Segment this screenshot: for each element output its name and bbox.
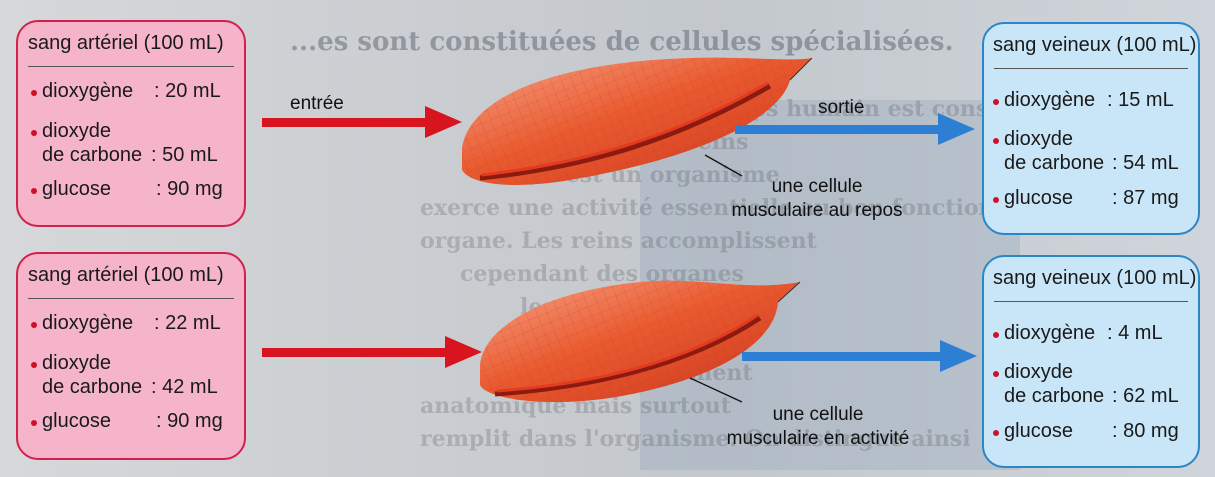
muscle-cell-rest xyxy=(462,58,812,185)
caption-cell-active: une cellule musculaire en activité xyxy=(708,403,928,451)
row-label: glucose xyxy=(1004,187,1073,210)
row-label: dioxyde xyxy=(1004,128,1073,151)
title-divider xyxy=(28,298,234,299)
title-divider xyxy=(994,68,1188,69)
bullet-icon xyxy=(31,420,37,426)
bullet-icon xyxy=(31,90,37,96)
caption-cell-rest-line-2: musculaire au repos xyxy=(712,199,922,223)
venous-blood-box-rest: sang veineux (100 mL) dioxygène : 15 mL … xyxy=(982,22,1200,235)
arterial-blood-box-active: sang artériel (100 mL) dioxygène : 22 mL… xyxy=(16,252,246,460)
box-title: sang artériel (100 mL) xyxy=(28,264,224,287)
row-label: glucose xyxy=(42,178,111,201)
caption-cell-active-line-1: une cellule xyxy=(708,403,928,427)
row-label-2: de carbone xyxy=(42,376,142,399)
pointer-line-active xyxy=(690,378,742,402)
box-title: sang artériel (100 mL) xyxy=(28,32,224,55)
caption-cell-rest-line-1: une cellule xyxy=(712,175,922,199)
bullet-icon xyxy=(31,322,37,328)
title-divider xyxy=(994,301,1188,302)
arrow-out-bottom xyxy=(742,340,977,372)
label-sortie: sortie xyxy=(818,97,864,119)
row-label-2: de carbone xyxy=(1004,152,1104,175)
row-value: : 42 mL xyxy=(151,376,218,399)
caption-cell-rest: une cellule musculaire au repos xyxy=(712,175,922,223)
row-value: : 50 mL xyxy=(151,144,218,167)
bullet-icon xyxy=(993,371,999,377)
venous-blood-box-active: sang veineux (100 mL) dioxygène : 4 mL d… xyxy=(982,255,1200,468)
bullet-icon xyxy=(993,332,999,338)
arrow-in-bottom xyxy=(262,336,482,368)
row-value: : 22 mL xyxy=(154,312,221,335)
row-value: : 20 mL xyxy=(154,80,221,103)
row-label: dioxyde xyxy=(42,120,111,143)
bullet-icon xyxy=(31,130,37,136)
bullet-icon xyxy=(31,362,37,368)
row-value: : 54 mL xyxy=(1112,152,1179,175)
row-label-2: de carbone xyxy=(1004,385,1104,408)
muscle-cell-active xyxy=(480,281,800,402)
caption-cell-active-line-2: musculaire en activité xyxy=(708,427,928,451)
box-title: sang veineux (100 mL) xyxy=(993,267,1196,290)
row-value: : 90 mg xyxy=(156,178,223,201)
label-entree: entrée xyxy=(290,93,344,115)
bullet-icon xyxy=(993,197,999,203)
row-value: : 87 mg xyxy=(1112,187,1179,210)
pointer-line-rest xyxy=(705,155,742,176)
row-label: glucose xyxy=(1004,420,1073,443)
bullet-icon xyxy=(993,138,999,144)
row-label: dioxygène xyxy=(42,80,133,103)
arterial-blood-box-rest: sang artériel (100 mL) dioxygène : 20 mL… xyxy=(16,20,246,227)
bullet-icon xyxy=(993,99,999,105)
row-value: : 80 mg xyxy=(1112,420,1179,443)
bullet-icon xyxy=(993,430,999,436)
row-value: : 90 mg xyxy=(156,410,223,433)
row-label: dioxyde xyxy=(42,352,111,375)
bullet-icon xyxy=(31,188,37,194)
row-value: : 15 mL xyxy=(1107,89,1174,112)
row-label: dioxygène xyxy=(1004,89,1095,112)
row-label: glucose xyxy=(42,410,111,433)
row-label: dioxygène xyxy=(42,312,133,335)
row-label: dioxyde xyxy=(1004,361,1073,384)
row-value: : 62 mL xyxy=(1112,385,1179,408)
box-title: sang veineux (100 mL) xyxy=(993,34,1196,57)
row-label: dioxygène xyxy=(1004,322,1095,345)
title-divider xyxy=(28,66,234,67)
row-value: : 4 mL xyxy=(1107,322,1163,345)
row-label-2: de carbone xyxy=(42,144,142,167)
